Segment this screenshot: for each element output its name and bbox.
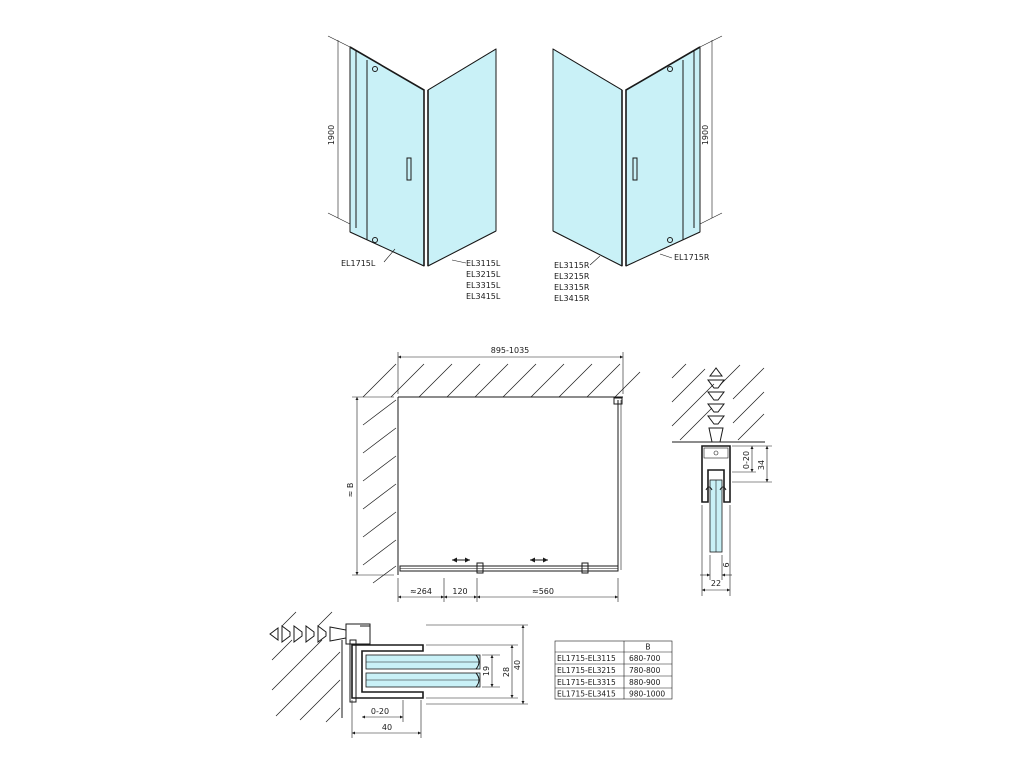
left-height-label: 1900 [327, 125, 336, 145]
plan-left-wall [362, 397, 399, 584]
plan-top-wall [362, 363, 641, 398]
right-panel-code-2: EL3215R [554, 272, 590, 281]
wall-section-dim-40-horizontal: 40 [382, 723, 392, 732]
left-door-hinge-bottom [372, 237, 378, 243]
right-panel-code-1: EL3115R [554, 261, 590, 270]
wall-section-dim-19: 19 [482, 666, 491, 676]
right-door-glass [625, 46, 701, 267]
left-panel-code-3: EL3315L [466, 281, 501, 290]
right-3d-view: 1900 EL1715R EL3115R EL3215R EL3315R EL3… [552, 35, 723, 303]
profile-dim-glass: 6 [722, 562, 731, 567]
wall-section-anchor [269, 625, 347, 643]
left-door-handle [406, 157, 412, 181]
profile-wall-anchor [707, 367, 725, 443]
profile-dim-width: 22 [711, 579, 721, 588]
size-table-row1-b: 680-700 [629, 654, 661, 663]
plan-dim-right: ≈560 [532, 587, 554, 596]
size-table-row1-model: EL1715-EL3115 [557, 654, 616, 663]
profile-u-channel [701, 445, 731, 503]
wall-section-dim-adjust: 0-20 [371, 707, 389, 716]
wall-section-dim-28: 28 [502, 667, 511, 677]
right-panel-code-4: EL3415R [554, 294, 590, 303]
right-door-hinge-top [667, 66, 673, 72]
right-height-label: 1900 [701, 125, 710, 145]
size-table: B EL1715-EL3115 680-700 EL1715-EL3215 78… [554, 640, 673, 700]
left-panel-code-1: EL3115L [466, 259, 501, 268]
size-table-row2-model: EL1715-EL3215 [557, 666, 616, 675]
plan-dim-left: ≈264 [410, 587, 432, 596]
right-panel-code-3: EL3315R [554, 283, 590, 292]
left-door-code: EL1715L [341, 259, 376, 268]
wall-section-dim-40-vertical: 40 [513, 660, 522, 670]
right-door-code: EL1715R [674, 253, 710, 262]
plan-view: 895-1035 ≈ B ≈264 120 ≈560 [346, 346, 641, 602]
plan-dim-middle: 120 [452, 587, 467, 596]
plan-wall-profile [613, 397, 623, 405]
size-table-row2-b: 780-800 [629, 666, 661, 675]
plan-door-hinge-block [476, 562, 484, 574]
size-table-row3-b: 880-900 [629, 678, 661, 687]
size-table-row3-model: EL1715-EL3315 [557, 678, 616, 687]
profile-section: 0-20 34 6 22 [671, 363, 772, 596]
size-table-row4-model: EL1715-EL3415 [557, 690, 616, 699]
right-door-hinge-bottom [667, 237, 673, 243]
wall-section: 19 28 40 0-20 40 [269, 611, 528, 738]
size-table-row4-b: 980-1000 [629, 690, 665, 699]
left-door-glass [349, 46, 425, 267]
right-door-handle [632, 157, 638, 181]
plan-door-handle-block [581, 562, 589, 574]
profile-dim-height: 34 [757, 460, 766, 470]
left-panel-code-4: EL3415L [466, 292, 501, 301]
size-table-header-b: B [645, 643, 650, 652]
plan-width-label: 895-1035 [491, 346, 530, 355]
left-side-panel-glass [427, 48, 497, 267]
right-side-panel-glass [552, 48, 623, 267]
profile-dim-adjust: 0-20 [742, 451, 751, 469]
left-panel-code-2: EL3215L [466, 270, 501, 279]
left-3d-view: 1900 EL1715L EL3115L EL3215L EL3315L EL3… [327, 35, 501, 301]
left-door-hinge-top [372, 66, 378, 72]
plan-depth-label: ≈ B [346, 483, 355, 498]
wall-section-profile [351, 644, 424, 699]
